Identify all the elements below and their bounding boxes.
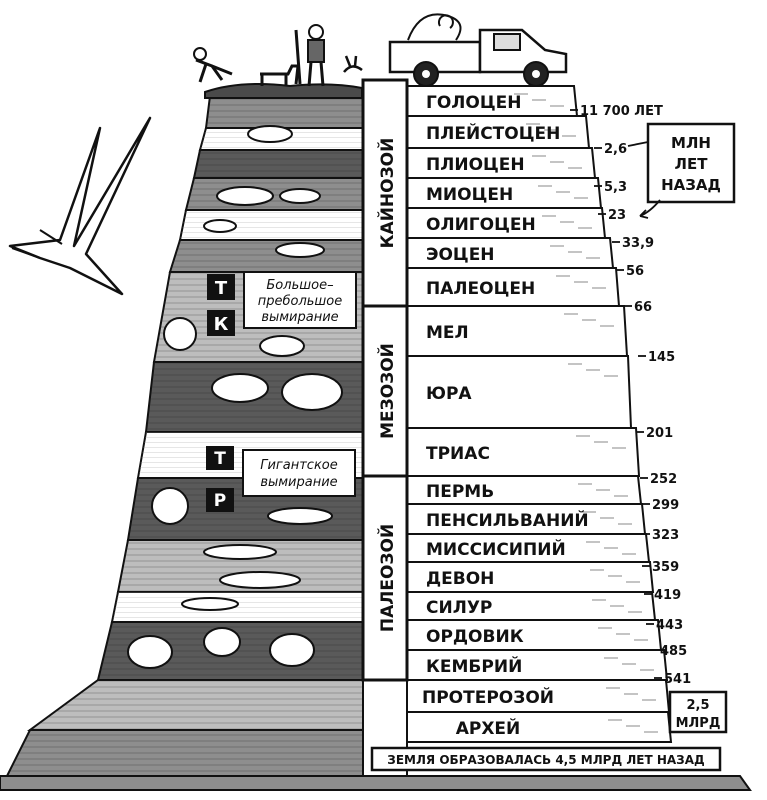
strata-texture bbox=[170, 240, 363, 272]
period-label-cambrian: КЕМБРИЙ bbox=[426, 655, 522, 677]
pt-line-1: Гигантское bbox=[260, 458, 338, 473]
boundary-age-paleocene: 66 bbox=[634, 300, 652, 315]
period-label-permian: ПЕРМЬ bbox=[426, 482, 494, 502]
period-label-jurassic: ЮРА bbox=[426, 384, 472, 404]
kt-letter-bottom: К bbox=[214, 314, 229, 335]
unit-box: МЛН ЛЕТ НАЗАД bbox=[627, 122, 736, 219]
boundary-age-pennsylvanian: 323 bbox=[652, 528, 679, 543]
fossil-icon bbox=[216, 186, 274, 206]
fossil-icon bbox=[275, 242, 325, 258]
era-label-cenozoic: КАЙНОЗОЙ bbox=[376, 138, 398, 249]
kt-line-3: вымирание bbox=[261, 310, 338, 325]
strata-texture bbox=[194, 150, 363, 178]
fossil-icon bbox=[163, 317, 197, 351]
period-label-archean: АРХЕЙ bbox=[456, 717, 521, 739]
strata-texture bbox=[186, 178, 363, 210]
billion-line-1: 2,5 bbox=[686, 698, 709, 713]
strata-texture bbox=[30, 680, 363, 730]
fossil-icon bbox=[203, 544, 277, 560]
fossil-icon bbox=[181, 597, 239, 611]
fossil-icon bbox=[151, 487, 189, 525]
period-label-mississippian: МИССИСИПИЙ bbox=[426, 538, 566, 560]
strata-texture bbox=[206, 96, 363, 128]
billion-box: 2,5 МЛРД bbox=[668, 690, 728, 734]
period-label-oligocene: ОЛИГОЦЕН bbox=[426, 215, 536, 235]
era-mesozoic: МЕЗОЗОЙ bbox=[361, 304, 409, 478]
boundary-age-holocene: 11 700 ЛЕТ bbox=[580, 104, 663, 119]
kt-line-1: Большое– bbox=[266, 278, 333, 293]
period-labels: ГОЛОЦЕН ПЛЕЙСТОЦЕН ПЛИОЦЕН МИОЦЕН ОЛИГОЦЕН ЭО… bbox=[422, 93, 589, 739]
kt-extinction: Т К Большое– пребольшое вымирание bbox=[207, 271, 357, 336]
period-label-eocene: ЭОЦЕН bbox=[426, 245, 495, 265]
pickup-truck bbox=[388, 13, 568, 87]
boundary-age-silurian: 443 bbox=[656, 618, 683, 633]
boundary-age-ordovician: 485 bbox=[660, 644, 687, 659]
unit-line-3: НАЗАД bbox=[661, 176, 721, 194]
fossil-icon bbox=[247, 125, 293, 143]
period-label-holocene: ГОЛОЦЕН bbox=[426, 93, 521, 113]
period-label-pliocene: ПЛИОЦЕН bbox=[426, 155, 525, 175]
fossil-icon bbox=[259, 335, 305, 357]
earth-formation-footer: ЗЕМЛЯ ОБРАЗОВАЛАСЬ 4,5 МЛРД ЛЕТ НАЗАД bbox=[370, 746, 722, 772]
boundary-age-labels: 11 700 ЛЕТ 2,6 5,3 23 33,9 56 66 145 201 252 299 32… bbox=[570, 104, 691, 687]
pterosaur-illustration bbox=[8, 116, 152, 296]
period-label-cretaceous: МЕЛ bbox=[426, 323, 469, 343]
boundary-age-miocene: 23 bbox=[608, 208, 626, 223]
boundary-age-devonian: 419 bbox=[654, 588, 681, 603]
boundary-age-oligocene: 33,9 bbox=[622, 236, 654, 251]
boundary-age-mississippian: 359 bbox=[652, 560, 679, 575]
era-paleozoic: ПАЛЕОЗОЙ bbox=[361, 474, 409, 682]
paleontologists-figures bbox=[193, 24, 363, 99]
fossil-icon bbox=[127, 635, 173, 669]
pt-extinction: Т Р Гигантское вымирание bbox=[206, 446, 356, 512]
period-label-silurian: СИЛУР bbox=[426, 598, 492, 618]
period-label-pleistocene: ПЛЕЙСТОЦЕН bbox=[426, 122, 560, 144]
pt-line-2: вымирание bbox=[260, 475, 337, 490]
fossil-icon bbox=[269, 633, 315, 667]
boundary-age-cretaceous: 145 bbox=[648, 350, 675, 365]
period-label-miocene: МИОЦЕН bbox=[426, 185, 513, 205]
boundary-age-triassic: 252 bbox=[650, 472, 677, 487]
period-label-ordovician: ОРДОВИК bbox=[426, 627, 524, 647]
boundary-age-permian: 299 bbox=[652, 498, 679, 513]
fossil-icon bbox=[203, 219, 237, 233]
kt-line-2: пребольшое bbox=[258, 294, 343, 309]
unit-line-2: ЛЕТ bbox=[675, 155, 709, 173]
boundary-age-eocene: 56 bbox=[626, 264, 644, 279]
era-labels: КАЙНОЗОЙ МЕЗОЗОЙ ПАЛЕОЗОЙ bbox=[361, 78, 409, 682]
boundary-age-cambrian: 541 bbox=[664, 672, 691, 687]
period-label-paleocene: ПАЛЕОЦЕН bbox=[426, 279, 535, 299]
strata-texture bbox=[112, 592, 363, 622]
fossil-icon bbox=[279, 188, 321, 204]
pt-letter-bottom: Р bbox=[214, 491, 226, 511]
unit-line-1: МЛН bbox=[671, 134, 711, 152]
strata-texture bbox=[118, 540, 363, 592]
fossil-icon bbox=[267, 507, 333, 525]
period-label-devonian: ДЕВОН bbox=[426, 569, 494, 589]
era-cenozoic: КАЙНОЗОЙ bbox=[361, 78, 409, 308]
billion-line-2: МЛРД bbox=[676, 716, 721, 731]
era-label-mesozoic: МЕЗОЗОЙ bbox=[376, 343, 398, 439]
ground bbox=[0, 775, 752, 791]
period-label-pennsylvanian: ПЕНСИЛЬВАНИЙ bbox=[426, 509, 589, 531]
fossil-icon bbox=[219, 571, 301, 589]
fossil-icon bbox=[281, 373, 343, 411]
period-label-proterozoic: ПРОТЕРОЗОЙ bbox=[422, 686, 554, 708]
era-label-paleozoic: ПАЛЕОЗОЙ bbox=[376, 524, 398, 632]
kt-letter-top: Т bbox=[215, 278, 228, 299]
fossil-icon bbox=[211, 373, 269, 403]
boundary-age-pleistocene: 2,6 bbox=[604, 142, 627, 157]
rock-strata-column bbox=[0, 95, 364, 791]
boundary-age-jurassic: 201 bbox=[646, 426, 673, 441]
boundary-age-pliocene: 5,3 bbox=[604, 180, 627, 195]
pt-letter-top: Т bbox=[214, 449, 226, 469]
period-row bbox=[406, 711, 673, 743]
period-label-triassic: ТРИАС bbox=[426, 444, 490, 464]
footer-text: ЗЕМЛЯ ОБРАЗОВАЛАСЬ 4,5 МЛРД ЛЕТ НАЗАД bbox=[387, 753, 704, 767]
fossil-icon bbox=[203, 627, 241, 657]
